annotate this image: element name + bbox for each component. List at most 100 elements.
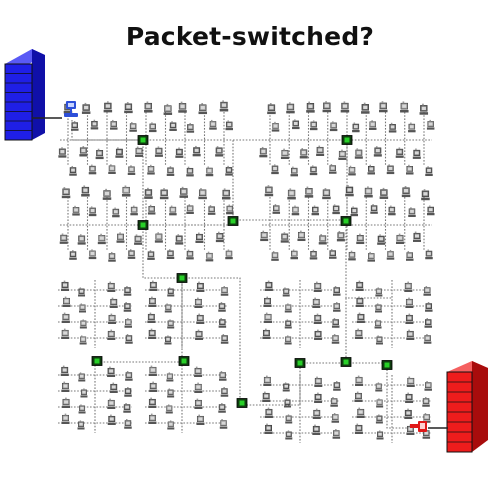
source-server-stack-icon — [4, 49, 45, 141]
computer-host-icon — [78, 372, 86, 382]
computer-host-icon — [115, 147, 124, 158]
computer-host-icon — [375, 414, 383, 424]
computer-host-icon — [350, 206, 359, 217]
computer-host-icon — [194, 382, 203, 393]
computer-host-icon — [112, 207, 120, 218]
router-node-icon — [236, 398, 248, 408]
computer-host-icon — [178, 101, 187, 113]
computer-host-icon — [167, 420, 175, 430]
computer-host-icon — [355, 280, 364, 291]
computer-host-icon — [306, 101, 315, 113]
computer-host-icon — [164, 335, 172, 345]
computer-host-icon — [194, 366, 203, 377]
host-computers — [58, 100, 435, 440]
computer-host-icon — [108, 251, 116, 262]
computer-host-icon — [109, 297, 118, 308]
computer-host-icon — [196, 414, 205, 425]
computer-host-icon — [379, 101, 388, 113]
computer-host-icon — [262, 328, 271, 339]
computer-host-icon — [175, 234, 184, 245]
computer-host-icon — [377, 234, 386, 245]
computer-host-icon — [215, 146, 224, 157]
router-node-icon — [227, 216, 239, 226]
destination-server-stack-icon — [446, 361, 488, 453]
computer-host-icon — [102, 188, 112, 200]
computer-host-icon — [90, 119, 99, 130]
computer-host-icon — [408, 207, 416, 218]
computer-host-icon — [124, 419, 132, 429]
router-node-icon — [340, 357, 352, 367]
computer-host-icon — [175, 147, 184, 158]
computer-host-icon — [282, 382, 290, 392]
computer-host-icon — [314, 329, 323, 340]
computer-host-icon — [260, 230, 269, 242]
computer-host-icon — [192, 145, 201, 157]
computer-host-icon — [284, 303, 292, 313]
computer-host-icon — [405, 392, 414, 403]
computer-host-icon — [338, 149, 347, 160]
computer-host-icon — [425, 249, 433, 260]
computer-host-icon — [78, 287, 86, 297]
computer-host-icon — [426, 119, 435, 130]
computer-host-icon — [167, 319, 175, 329]
computer-host-icon — [375, 303, 383, 313]
computer-host-icon — [333, 381, 341, 391]
computer-host-icon — [154, 232, 163, 243]
computer-host-icon — [367, 251, 375, 262]
computer-host-icon — [147, 250, 155, 260]
computer-host-icon — [77, 234, 86, 245]
computer-host-icon — [79, 303, 87, 313]
computer-host-icon — [215, 231, 224, 243]
computer-host-icon — [376, 430, 384, 440]
computer-host-icon — [107, 329, 116, 340]
computer-host-icon — [299, 148, 308, 159]
router-node-icon — [381, 360, 393, 370]
computer-host-icon — [147, 204, 156, 215]
computer-host-icon — [264, 185, 274, 197]
router-node-icon — [91, 356, 103, 366]
computer-host-icon — [103, 101, 113, 113]
computer-host-icon — [60, 365, 69, 376]
computer-host-icon — [125, 334, 133, 344]
computer-host-icon — [61, 381, 70, 392]
computer-host-icon — [219, 100, 229, 112]
computer-host-icon — [290, 166, 298, 177]
computer-host-icon — [370, 204, 378, 214]
computer-host-icon — [107, 414, 116, 425]
computer-host-icon — [169, 205, 177, 216]
computer-host-icon — [424, 318, 433, 328]
computer-host-icon — [263, 296, 272, 307]
computer-host-icon — [144, 187, 153, 199]
computer-host-icon — [88, 249, 97, 260]
computer-host-icon — [69, 165, 77, 176]
computer-host-icon — [355, 375, 364, 386]
computer-host-icon — [225, 165, 233, 176]
computer-host-icon — [330, 397, 338, 407]
computer-host-icon — [110, 119, 118, 130]
computer-host-icon — [79, 319, 87, 329]
computer-host-icon — [285, 414, 293, 424]
computer-host-icon — [354, 328, 363, 339]
computer-host-icon — [375, 335, 383, 345]
computer-host-icon — [124, 102, 133, 114]
computer-host-icon — [147, 164, 155, 175]
source-terminal-icon — [64, 101, 78, 117]
router-node-icon — [137, 135, 149, 145]
computer-host-icon — [424, 381, 432, 391]
computer-host-icon — [264, 407, 273, 418]
computer-host-icon — [413, 231, 422, 242]
computer-host-icon — [388, 122, 397, 133]
computer-host-icon — [262, 391, 271, 402]
computer-host-icon — [284, 319, 292, 329]
computer-host-icon — [144, 101, 153, 113]
computer-host-icon — [272, 204, 281, 214]
computer-host-icon — [167, 388, 175, 398]
computer-host-icon — [271, 121, 280, 132]
computer-host-icon — [129, 122, 137, 132]
computer-host-icon — [108, 164, 116, 174]
computer-host-icon — [348, 250, 356, 261]
computer-host-icon — [284, 335, 292, 345]
computer-host-icon — [404, 408, 413, 419]
computer-host-icon — [312, 297, 321, 308]
computer-host-icon — [355, 296, 364, 307]
